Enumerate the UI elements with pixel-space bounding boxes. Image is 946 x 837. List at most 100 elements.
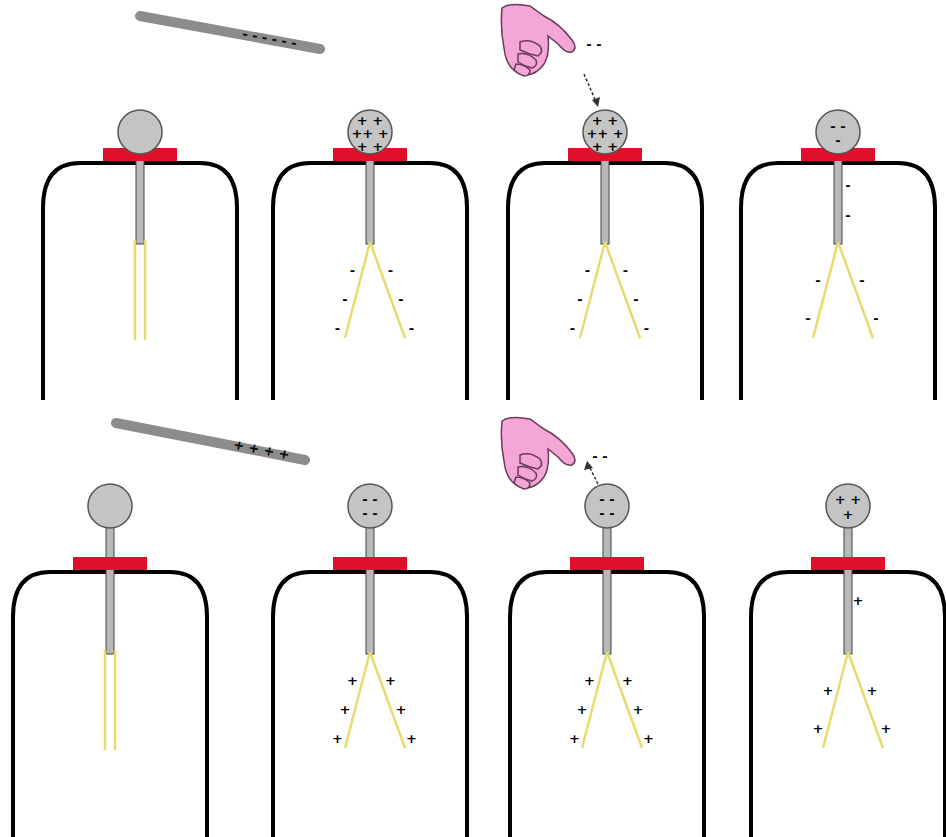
metal-ball (88, 484, 132, 528)
charge-sign: - (570, 322, 575, 335)
charge-sign: + (881, 722, 892, 735)
hand-finger (514, 64, 530, 76)
metal-stem (366, 524, 374, 654)
charge-sign: - - (362, 507, 377, 520)
gold-leaf (144, 240, 147, 340)
metal-stem (601, 150, 609, 244)
charge-sign: + (347, 674, 358, 687)
charge-sign: + (396, 703, 407, 716)
insulating-stopper (73, 557, 147, 570)
charge-sign: + (643, 732, 654, 745)
charge-sign: - (335, 322, 340, 335)
charge-sign: - (805, 312, 810, 325)
insulating-stopper (333, 557, 407, 570)
metal-ball (348, 484, 392, 528)
charge-sign: - (623, 264, 628, 277)
metal-stem (106, 524, 114, 654)
hand-finger (514, 477, 530, 489)
charge-sign: - - - - - - (242, 27, 298, 50)
charge-sign: - (342, 293, 347, 306)
metal-ball (583, 110, 627, 154)
charge-sign: - (845, 209, 850, 222)
charge-sign: - - (362, 493, 377, 506)
metal-ball (816, 110, 860, 154)
hand-palm (501, 417, 575, 487)
charge-sign: - (577, 293, 582, 306)
charge-sign: + (584, 674, 595, 687)
metal-ball (585, 484, 629, 528)
charge-sign: - (409, 322, 414, 335)
charged-rod (140, 16, 320, 49)
gold-leaf (823, 652, 848, 748)
charge-sign: - (644, 322, 649, 335)
charge-sign: + (406, 732, 417, 745)
gold-leaf (582, 652, 607, 748)
gold-leaf (607, 652, 642, 748)
charge-sign: + (577, 703, 588, 716)
gold-leaf (605, 242, 640, 338)
arrow-head (592, 97, 600, 107)
charge-sign: + (340, 703, 351, 716)
charge-sign: - - (586, 38, 601, 51)
charge-sign: - - (592, 450, 607, 463)
gold-leaf (580, 242, 605, 338)
gold-leaf (370, 242, 405, 338)
metal-ball (348, 110, 392, 154)
charge-sign: - (815, 274, 820, 287)
charge-sign: + (843, 508, 854, 521)
charge-sign: + (633, 703, 644, 716)
charge-sign: - (398, 293, 403, 306)
metal-stem (603, 524, 611, 654)
charge-sign: + (813, 722, 824, 735)
charged-rod (116, 423, 305, 460)
charge-sign: - (845, 179, 850, 192)
charge-sign: ++ + (586, 127, 623, 140)
charge-sign: - (633, 293, 638, 306)
metal-stem (136, 150, 144, 244)
charge-sign: + + (835, 493, 861, 506)
insulating-stopper (811, 557, 885, 570)
charge-sign: - - (599, 493, 614, 506)
gold-leaf (104, 650, 107, 750)
charge-sign: + + (357, 114, 383, 127)
charge-sign: + + (592, 140, 618, 153)
charge-sign: + (867, 684, 878, 697)
gold-leaf (838, 242, 873, 338)
gold-leaf (813, 242, 838, 338)
gold-leaf (114, 650, 117, 750)
charge-sign: + (853, 594, 864, 607)
hand (501, 417, 575, 489)
charge-sign: + + (357, 140, 383, 153)
insulating-stopper (570, 557, 644, 570)
gold-leaf (345, 242, 370, 338)
metal-ball (118, 110, 162, 154)
metal-stem (844, 524, 852, 654)
charge-sign: - - (830, 120, 845, 133)
gold-leaf (345, 652, 370, 748)
gold-leaf (370, 652, 405, 748)
gold-leaf (134, 240, 137, 340)
charge-sign: + (823, 684, 834, 697)
hand-palm (501, 4, 575, 74)
charge-sign: + + (592, 114, 618, 127)
charge-sign: - (350, 264, 355, 277)
charge-sign: + (569, 732, 580, 745)
charge-sign: + + + + (233, 437, 292, 461)
metal-stem (366, 150, 374, 244)
gold-leaf (848, 652, 883, 748)
metal-stem (834, 150, 842, 244)
charge-sign: - (873, 312, 878, 325)
charge-sign: - - (599, 507, 614, 520)
charge-sign: + (622, 674, 633, 687)
charge-sign: - (859, 274, 864, 287)
charge-sign: ++ + (351, 127, 388, 140)
metal-ball (826, 484, 870, 528)
arrow-head (584, 461, 593, 470)
charge-sign: - (835, 134, 840, 147)
hand (501, 4, 575, 76)
charge-sign: + (385, 674, 396, 687)
charge-sign: + (332, 732, 343, 745)
charge-sign: - (585, 264, 590, 277)
